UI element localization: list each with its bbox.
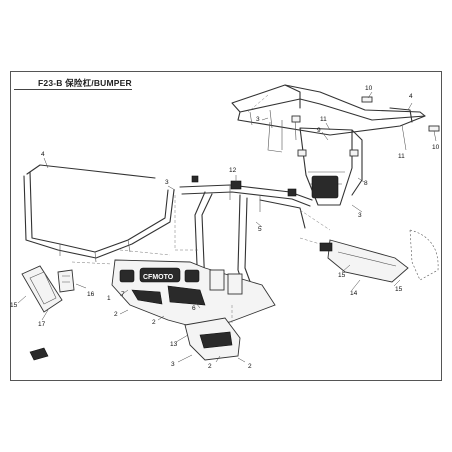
callout-17: 17 [38, 321, 46, 328]
callout-10-lower: 10 [432, 144, 440, 151]
leader-lines [17, 91, 437, 363]
callout-2-bottom: 2 [208, 363, 212, 370]
title-underline [14, 89, 132, 90]
lower-skid-plate [184, 317, 241, 361]
winch-bracket [299, 229, 439, 283]
callout-11-right: 11 [398, 153, 405, 160]
callout-8: 8 [364, 180, 368, 187]
callout-4-side: 4 [41, 151, 45, 158]
callout-15-far: 15 [395, 286, 403, 293]
left-side-bar [23, 164, 175, 263]
front-grille-panel: CFMOTO [111, 259, 276, 329]
callout-15-left: 15 [10, 302, 18, 309]
front-direction-arrow [29, 347, 49, 361]
rear-bumper-fasteners [291, 96, 440, 157]
callout-1: 1 [107, 295, 111, 302]
callout-2-left: 2 [114, 311, 118, 318]
rear-bumper-brackets [267, 120, 363, 206]
assembly-guide-lines [71, 94, 331, 325]
rear-bumper-bar [231, 84, 426, 141]
callout-12: 12 [229, 167, 237, 174]
callout-16: 16 [87, 291, 95, 298]
license-plate-bracket [21, 265, 75, 313]
callout-11-center: 11 [320, 116, 327, 123]
callout-3-lower: 3 [171, 361, 175, 368]
page-title: F23-B 保险杠/BUMPER [38, 78, 132, 88]
callout-3-rear: 3 [256, 116, 260, 123]
callout-5: 5 [258, 226, 262, 233]
callout-2-bottom-right: 2 [248, 363, 252, 370]
callout-14: 14 [350, 290, 358, 297]
callout-6: 6 [192, 305, 196, 312]
callout-3-side: 3 [165, 179, 169, 186]
callout-10-upper: 10 [365, 85, 373, 92]
callout-9: 9 [317, 127, 321, 134]
callout-15-right: 15 [338, 272, 346, 279]
callout-3-bracket: 3 [358, 212, 362, 219]
callout-2-mid: 2 [152, 319, 156, 326]
callout-13: 13 [170, 341, 178, 348]
callout-labels: 10 10 4 11 11 9 3 12 8 3 5 4 3 7 2 2 6 1… [10, 85, 440, 370]
front-bumper-frame [179, 175, 313, 301]
callout-4-rear: 4 [409, 93, 413, 100]
callout-7: 7 [121, 291, 125, 298]
cfmoto-logo: CFMOTO [143, 274, 174, 281]
